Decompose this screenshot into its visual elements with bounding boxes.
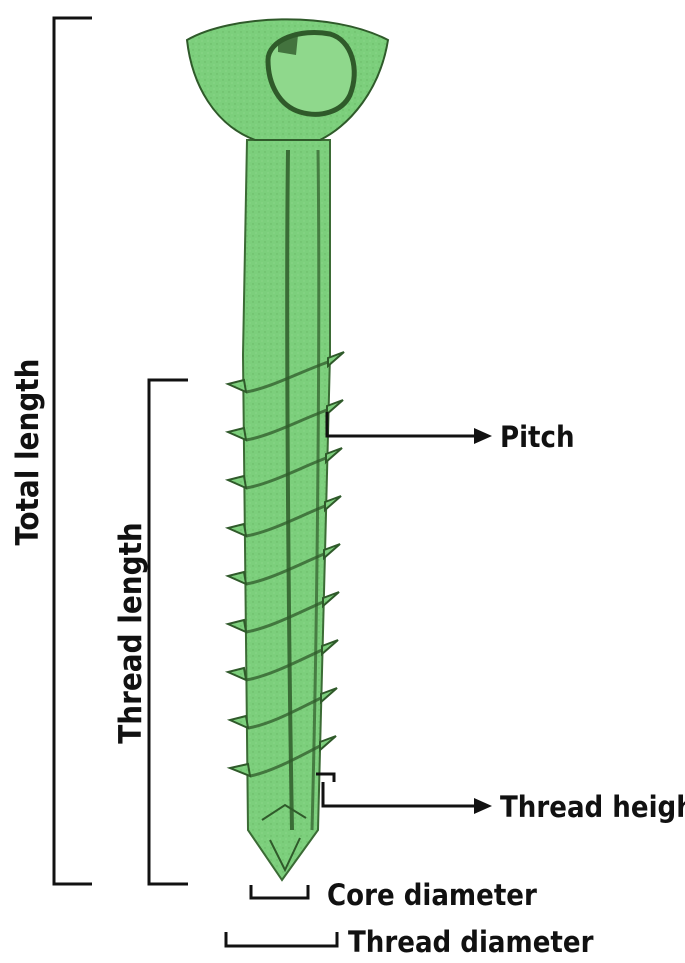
core-diameter-label: Core diameter [327, 878, 537, 912]
pitch-arrowhead [474, 428, 492, 444]
thread-tooth [226, 762, 252, 778]
pitch-pointer-line [325, 412, 475, 438]
arrowheads [474, 428, 492, 814]
screw [185, 18, 390, 882]
thread-tooth [322, 591, 340, 609]
thread-length-label: Thread length [113, 522, 149, 744]
thread-tooth [226, 714, 250, 730]
screw-threads [224, 351, 345, 778]
thread-crest-shading [245, 360, 329, 778]
thread-tooth [323, 543, 341, 561]
pitch-label: Pitch [500, 420, 575, 454]
screw-head-slot [278, 35, 298, 55]
screw-tip-cut [261, 803, 307, 873]
thread-tooth [224, 522, 248, 538]
thread-tooth [319, 735, 337, 753]
thread-height-tick [316, 772, 336, 782]
thread-length-bracket [147, 378, 188, 886]
core-diameter-bracket [249, 885, 310, 900]
thread-height-label: Thread height [500, 790, 685, 824]
thread-tooth [224, 618, 248, 634]
total-length-bracket [52, 16, 92, 886]
thread-diameter-label: Thread diameter [348, 925, 594, 959]
thread-tooth [321, 639, 339, 657]
thread-diameter-bracket [224, 932, 339, 948]
thread-tooth [224, 426, 248, 442]
thread-tooth [224, 570, 248, 586]
thread-height-pointer-line [321, 782, 475, 808]
dimension-markers [52, 16, 475, 948]
thread-tooth [224, 378, 248, 394]
shaft-groove-shadow [285, 149, 294, 831]
thread-tooth [320, 687, 338, 705]
thread-height-arrowhead [474, 798, 492, 814]
total-length-label: Total length [10, 359, 46, 546]
thread-tooth [224, 474, 248, 490]
thread-tooth [324, 495, 342, 513]
thread-tooth [224, 666, 248, 682]
